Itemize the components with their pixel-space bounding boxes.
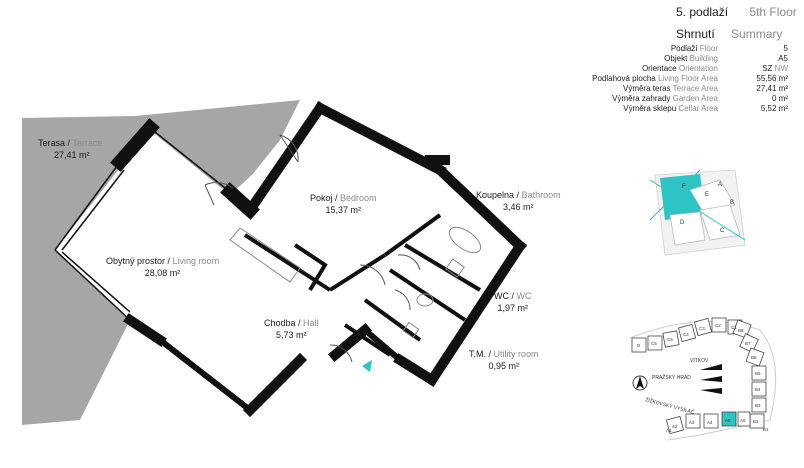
key-letter-e: E (705, 192, 709, 198)
site-bldg-b3: B3 (755, 403, 761, 408)
entrance-arrow (362, 360, 372, 372)
floor-heading-en: 5th Floor (749, 5, 797, 19)
room-label-hall: Chodba / Hall 5,73 m² (264, 318, 319, 340)
interior-walls (243, 213, 482, 357)
room-name-cz: Pokoj (310, 193, 333, 203)
site-bldg-d: D (637, 343, 641, 348)
summary-label-cz: Objekt (664, 54, 688, 63)
room-name-en: Terrace (72, 138, 103, 148)
room-name-en: Living room (172, 256, 220, 266)
site-bldg-c3: C3 (699, 326, 705, 331)
site-bldg-a5: A5 (725, 418, 731, 423)
site-bldg-a3: A3 (689, 420, 695, 425)
summary-value: 5 (783, 44, 788, 53)
summary-value: 27,41 m² (756, 84, 788, 93)
key-plan (649, 169, 746, 256)
room-area: 0,95 m² (488, 361, 520, 371)
room-name-cz: T.M. (469, 349, 486, 359)
summary-label-en: Garden Area (672, 94, 718, 103)
summary-label-cz: Podlahová plocha (592, 74, 656, 83)
summary-heading: Shrnutí Summary (676, 27, 782, 41)
summary-label-en: Cellar Area (678, 104, 718, 113)
fixtures (229, 226, 482, 339)
site-bldg-a4: A4 (707, 420, 713, 425)
key-letter-c: C (720, 228, 725, 234)
room-name-cz: Chodba (264, 318, 296, 328)
site-bldg-b2: B2 (753, 419, 759, 424)
site-bldg-c4: C4 (683, 332, 689, 337)
room-label-terrace: Terasa / Terrace 27,41 m² (38, 138, 103, 160)
room-label-living: Obytný prostor / Living room 28,08 m² (106, 256, 220, 278)
site-bldg-b1: B1 (763, 427, 769, 432)
room-label-wc: WC / WC 1,97 m² (494, 291, 532, 313)
summary-value-en: NW (774, 64, 788, 73)
site-bldg-c2: C2 (715, 323, 721, 328)
site-label-vitkov: VÍTKOV (690, 357, 709, 364)
summary-value: 5,52 m² (760, 104, 788, 113)
site-bldg-b4: B4 (755, 387, 761, 392)
summary-label-cz: Orientace (641, 64, 677, 73)
room-label-utility: T.M. / Utility room 0,95 m² (469, 349, 539, 371)
terrace-area (22, 100, 300, 425)
summary-label-en: Floor (699, 44, 718, 53)
summary-heading-en: Summary (731, 27, 783, 41)
site-bldg-a2: A2 (672, 424, 678, 429)
room-name-en: Utility room (493, 349, 539, 359)
site-label-zizkovsky-vysilac: ŽIŽKOVSKÝ VYSÍLAČ (644, 395, 695, 416)
key-letter-a: A (718, 182, 722, 188)
summary-value: SZ (762, 64, 773, 73)
site-plan (629, 317, 777, 441)
room-name-cz: Terasa (38, 138, 66, 148)
summary-label-cz: Výměra teras (622, 84, 671, 93)
room-name-en: WC (516, 291, 532, 301)
room-area: 15,37 m² (325, 205, 362, 215)
site-bldg-c1: C1 (731, 325, 737, 330)
room-area: 27,41 m² (54, 150, 90, 160)
summary-label-en: Living Floor Area (657, 74, 718, 83)
site-bldg-c6: C6 (651, 341, 657, 346)
site-bldg-a6: A6 (740, 418, 746, 423)
thin-walls (54, 127, 231, 321)
summary-label-en: Orientation (678, 64, 718, 73)
summary-label-cz: Výměra sklepu (623, 104, 677, 113)
summary-value: A5 (778, 54, 788, 63)
room-name-en: Bathroom (521, 190, 561, 200)
site-bldg-b5: B5 (755, 371, 761, 376)
summary-label-cz: Podlaží (670, 44, 698, 53)
room-area: 5,73 m² (276, 330, 307, 340)
site-bldg-a1: A1 (666, 428, 672, 433)
floor-heading: 5. podlaží 5th Floor (676, 5, 797, 19)
room-label-bathroom: Koupelna / Bathroom 3,46 m² (476, 190, 561, 212)
apartment-floor (55, 108, 520, 410)
room-name-cz: Obytný prostor (106, 256, 166, 266)
site-label-prazsky-hrad: PRAŽSKÝ HRAD (652, 373, 691, 381)
summary-label-en: Terrace Area (672, 84, 718, 93)
site-bldg-b7: B7 (745, 341, 751, 346)
site-bldg-b8: B8 (738, 328, 744, 333)
summary-label-cz: Výměra zahrady (612, 94, 671, 103)
site-bldg-c5: C5 (667, 337, 673, 342)
doors (204, 134, 421, 363)
room-name-en: Hall (303, 318, 319, 328)
summary-label-en: Building (689, 54, 718, 63)
room-name-cz: WC (494, 291, 509, 301)
site-bldg-b6: B6 (751, 355, 757, 360)
summary-value: 0 m² (772, 94, 788, 103)
floor-heading-cz: 5. podlaží (676, 5, 729, 19)
key-letter-b: B (730, 200, 734, 206)
room-area: 3,46 m² (503, 202, 534, 212)
room-area: 1,97 m² (497, 303, 529, 313)
room-name-en: Bedroom (340, 193, 377, 203)
key-letter-d: D (680, 220, 685, 226)
room-name-cz: Koupelna (476, 190, 515, 200)
key-letter-f: F (682, 184, 686, 190)
room-area: 28,08 m² (144, 268, 181, 278)
summary-value: 55,56 m² (756, 74, 788, 83)
room-label-bedroom: Pokoj / Bedroom 15,37 m² (310, 193, 377, 215)
summary-heading-cz: Shrnutí (676, 27, 715, 41)
